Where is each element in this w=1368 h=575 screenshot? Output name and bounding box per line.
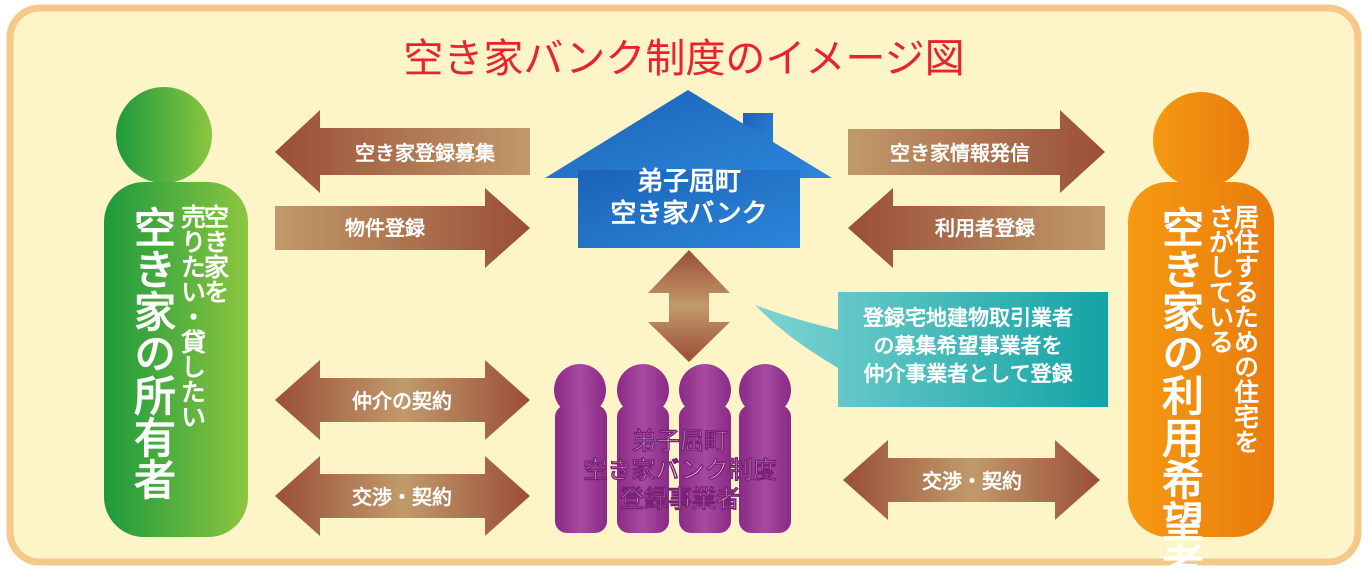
bank-house: 弟子屈町 空き家バンク [545, 90, 832, 248]
arrow-recruit: 空き家登録募集 [275, 110, 530, 193]
owner-head [116, 87, 212, 183]
owner-main-label: 空き家の所有者 [128, 206, 177, 500]
arrow-negotiation-owner: 交渉・契約 [275, 456, 530, 536]
arrow-negotiation-user: 交渉・契約 [843, 440, 1100, 520]
arrow-negotiation-owner-label: 交渉・契約 [352, 485, 452, 509]
bank-line1: 弟子屈町 [637, 167, 741, 197]
callout-bubble: 登録宅地建物取引業者 の募集希望事業者を 仲介事業者として登録 [755, 292, 1108, 407]
user-figure: 空き家の利用希望者 居住するための住宅を さがしている [1128, 92, 1274, 575]
arrow-negotiation-user-label: 交渉・契約 [922, 469, 1022, 493]
arrow-user-registration: 利用者登録 [848, 188, 1105, 268]
arrow-info-release: 空き家情報発信 [848, 110, 1105, 193]
user-sub-label-col1: 居住するための住宅を [1231, 204, 1260, 454]
callout-line1: 登録宅地建物取引業者 [862, 306, 1073, 330]
user-main-label: 空き家の利用希望者 [1156, 206, 1205, 570]
owner-body [104, 182, 248, 537]
arrow-user-registration-label: 利用者登録 [935, 216, 1036, 240]
dealers-group: 弟子屈町 空き家バンク制度 登録事業者 [554, 364, 791, 533]
house-roof [545, 90, 832, 178]
callout-line2: の募集希望事業者を [874, 334, 1063, 358]
user-sub-label-col2: さがしている [1206, 204, 1235, 354]
arrow-brokerage-contract: 仲介の契約 [275, 360, 530, 440]
user-head [1153, 92, 1249, 188]
user-body [1128, 182, 1274, 537]
diagram-title: 空き家バンク制度のイメージ図 [403, 36, 964, 82]
callout-line3: 仲介事業者として登録 [863, 362, 1073, 386]
dealers-line1: 弟子屈町 [632, 427, 728, 455]
arrow-property-registration-label: 物件登録 [345, 216, 426, 240]
arrow-recruit-label: 空き家登録募集 [355, 141, 496, 165]
dealers-line3: 登録事業者 [619, 485, 740, 513]
bank-line2: 空き家バンク [610, 198, 767, 229]
bank-dealer-double-arrow [648, 250, 730, 362]
arrow-brokerage-contract-label: 仲介の契約 [352, 389, 452, 413]
owner-sub-label-col2: 売りたい・貸したい [178, 204, 207, 429]
arrow-info-release-label: 空き家情報発信 [890, 141, 1030, 165]
dealers-line2: 空き家バンク制度 [583, 456, 777, 484]
arrow-property-registration: 物件登録 [275, 188, 530, 268]
owner-sub-label-col1: 空き家を [201, 203, 230, 304]
owner-figure: 空き家の所有者 空き家を 売りたい・貸したい [104, 87, 248, 537]
house-body [578, 170, 800, 248]
callout-shape [755, 292, 1108, 407]
